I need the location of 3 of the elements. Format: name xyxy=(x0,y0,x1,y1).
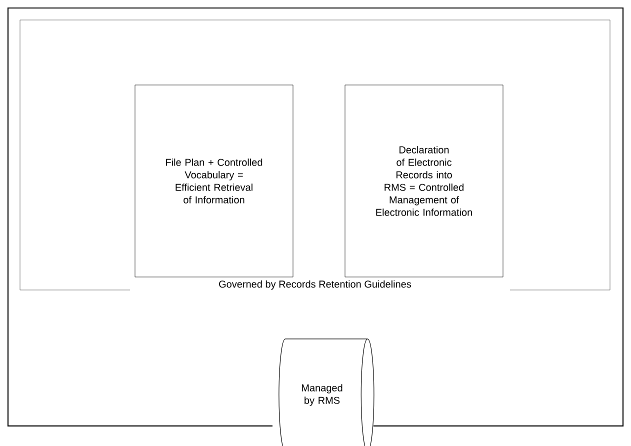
text-box: File Plan + Controlled Vocabulary = Efficient Retrieval of Information xyxy=(134,84,294,278)
text-box: Declaration of Electronic Records into RMS = Controlled Management of Electronic Information xyxy=(344,84,504,278)
outer-frame xyxy=(7,7,624,427)
